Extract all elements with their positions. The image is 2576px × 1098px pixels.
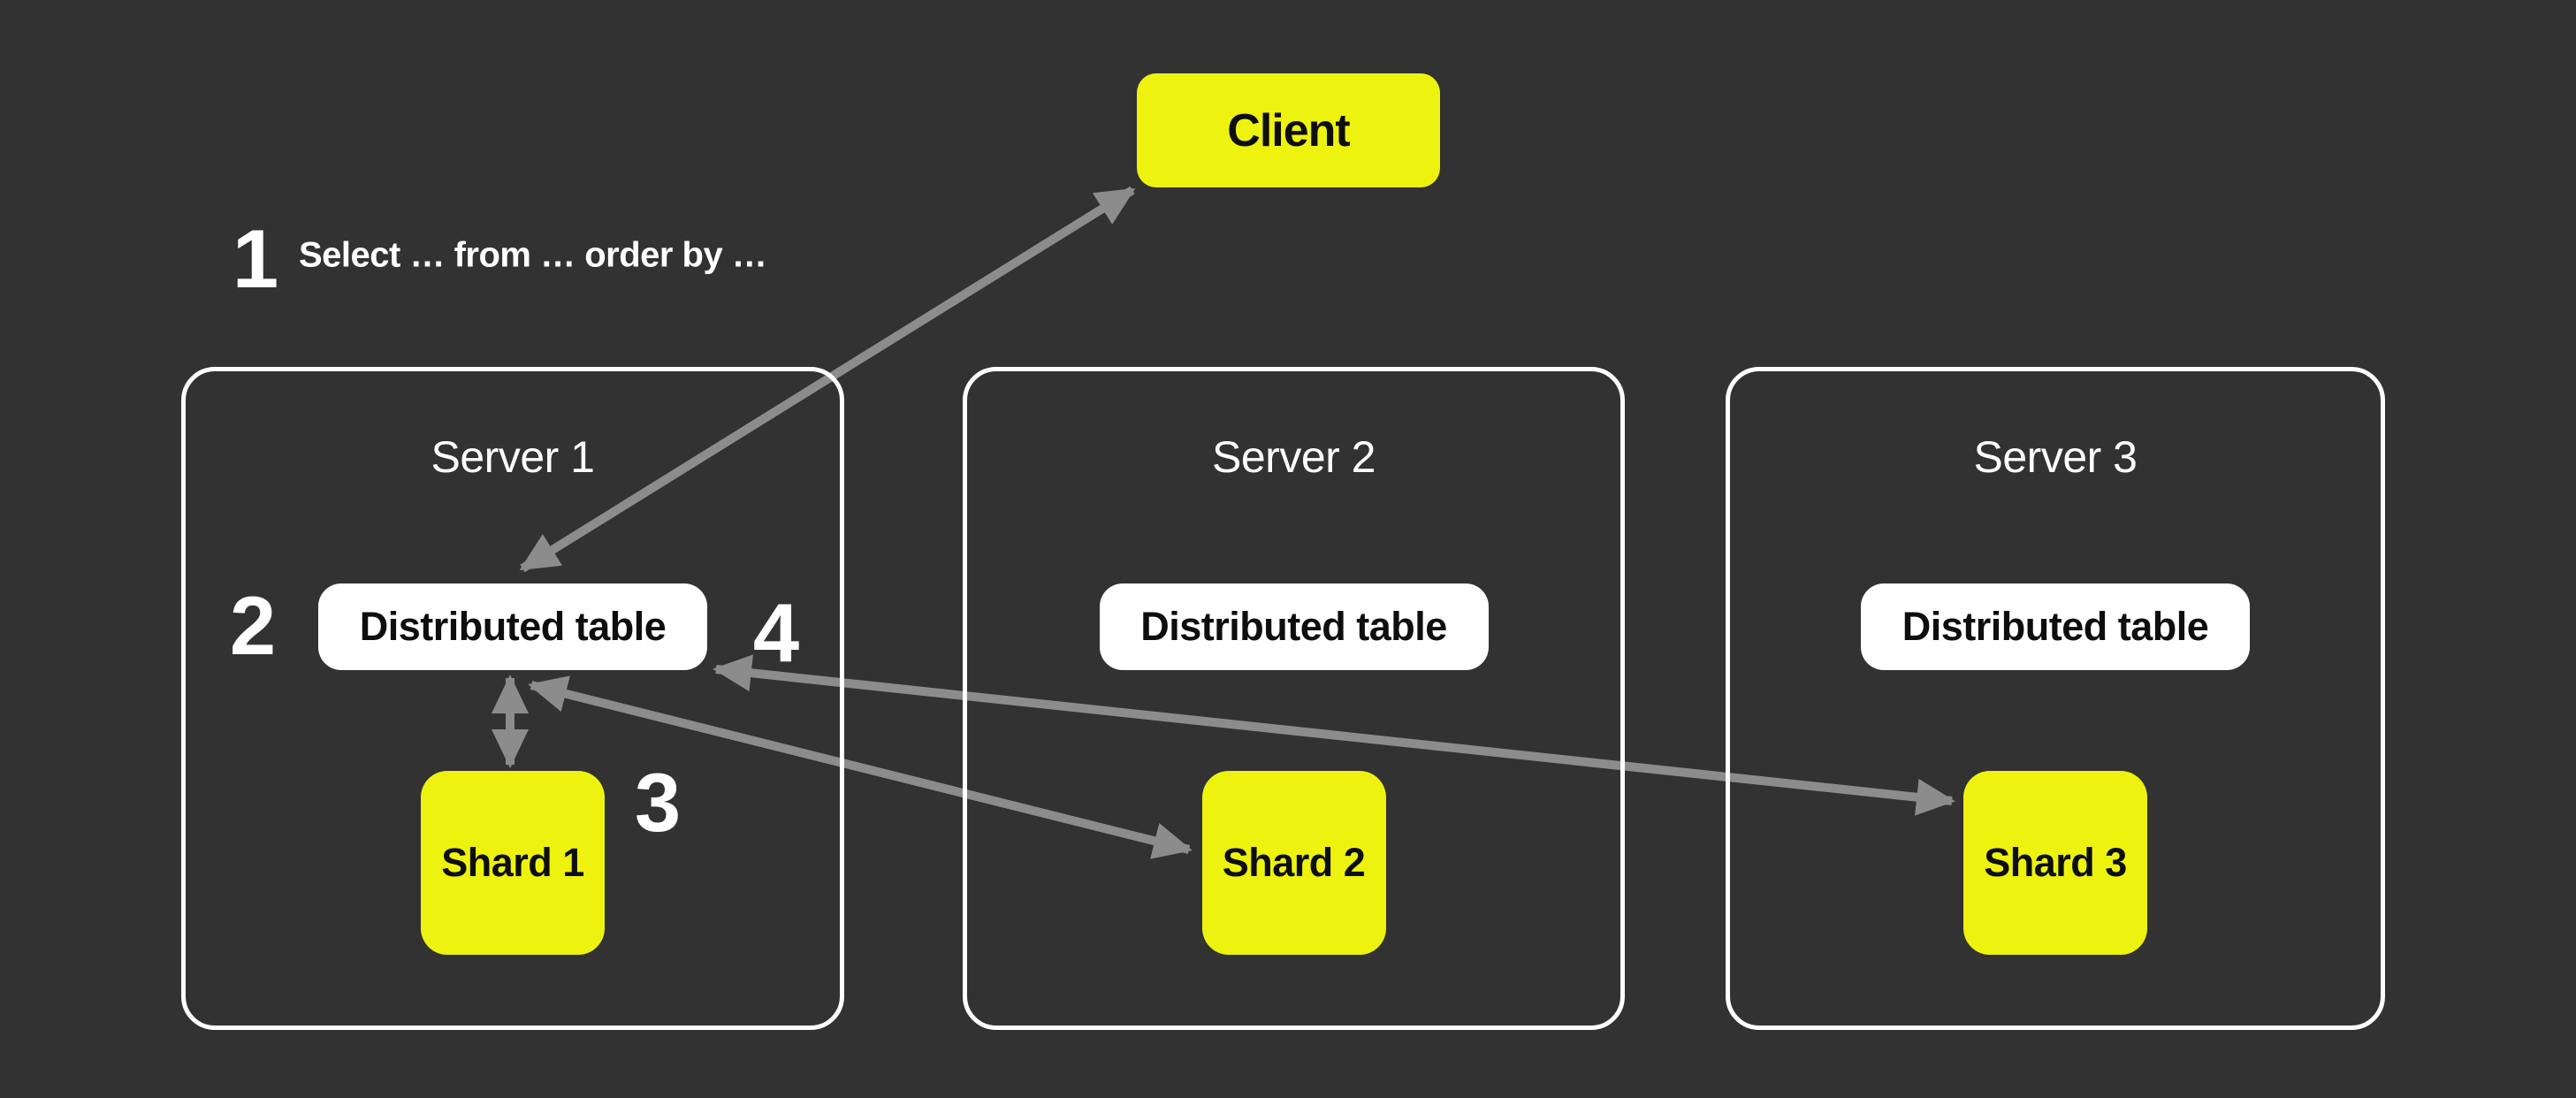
- server-2-distributed-table-label: Distributed table: [1140, 604, 1447, 649]
- server-1-panel: Server 1 Distributed table Shard 1: [181, 367, 844, 1030]
- client-label: Client: [1227, 104, 1350, 156]
- step-number-2: 2: [229, 579, 276, 672]
- server-1-distributed-table: Distributed table: [318, 583, 707, 670]
- server-3-panel: Server 3 Distributed table Shard 3: [1726, 367, 2385, 1030]
- server-1-shard-label: Shard 1: [441, 840, 584, 885]
- server-2-shard: Shard 2: [1201, 771, 1386, 955]
- server-3-shard: Shard 3: [1963, 771, 2147, 955]
- server-2-distributed-table: Distributed table: [1099, 583, 1489, 670]
- server-2-title: Server 2: [1212, 432, 1376, 482]
- server-1-shard: Shard 1: [421, 771, 605, 955]
- step-number-1: 1: [232, 212, 278, 305]
- server-3-distributed-table-label: Distributed table: [1902, 604, 2209, 649]
- step-number-3: 3: [634, 756, 681, 849]
- server-2-panel: Server 2 Distributed table Shard 2: [963, 367, 1625, 1030]
- server-3-distributed-table: Distributed table: [1861, 583, 2250, 670]
- server-1-distributed-table-label: Distributed table: [359, 604, 667, 649]
- step-number-4: 4: [752, 586, 799, 679]
- server-3-shard-label: Shard 3: [1984, 840, 2127, 885]
- server-2-shard-label: Shard 2: [1222, 840, 1366, 885]
- server-1-title: Server 1: [431, 432, 595, 482]
- server-3-title: Server 3: [1973, 432, 2138, 482]
- query-annotation: Select … from … order by …: [299, 235, 767, 275]
- client-box: Client: [1137, 73, 1440, 187]
